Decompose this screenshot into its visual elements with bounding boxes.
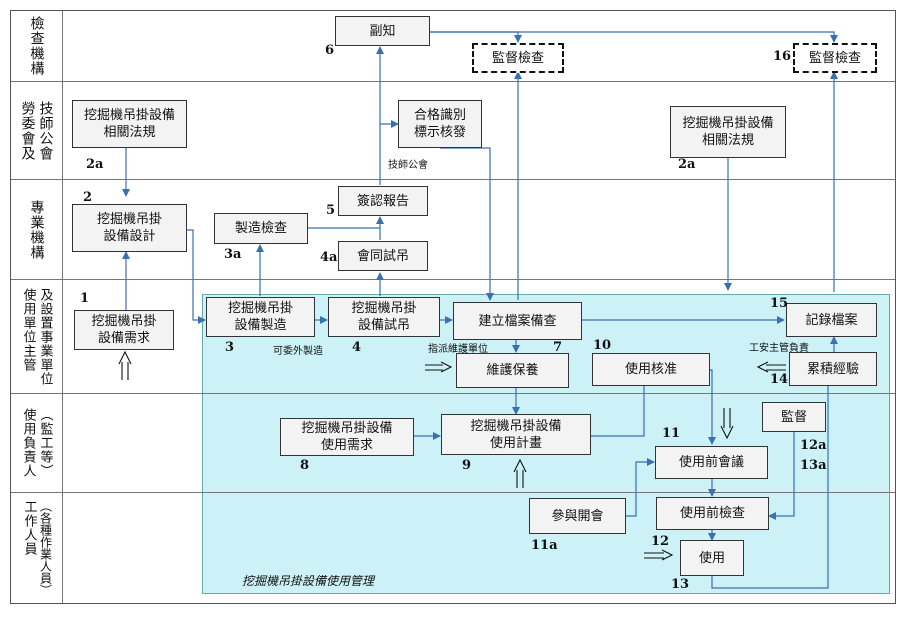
step-number: 10 [593,338,612,353]
lane-label-text: 技師公會 [37,100,54,161]
node-sign-report: 簽認報告 [338,186,428,216]
step-number: 13a [800,458,827,473]
node-joint-test-lift: 會同試吊 [338,241,428,271]
lane-label-text: 使用單位主管 [20,287,36,372]
node-file-archive: 建立檔案備查 [453,302,582,340]
node-manufacturing-check: 製造檢查 [214,213,308,244]
step-number: 7 [553,340,563,355]
node-regulations: 挖掘機吊掛設備 相關法規 [670,106,786,158]
node-usage-approval: 使用核准 [592,353,710,386]
lane-label-text: 專業機構 [28,199,45,260]
node-supervision-inspection: 監督檢查 [472,43,564,73]
step-number: 5 [326,203,336,218]
area-caption: 挖掘機吊掛設備使用管理 [242,574,375,588]
connector [626,458,655,517]
node-usage-need: 挖掘機吊掛設備 使用需求 [280,418,414,456]
node-equipment-test-lift: 挖掘機吊掛 設備試吊 [328,297,440,337]
lane-label-text: 及設置事業單位 [37,287,53,386]
step-number: 14 [770,372,789,387]
node-equipment-design: 挖掘機吊掛 設備設計 [72,204,187,252]
node-maintenance: 維護保養 [456,353,569,388]
lane-label: 及設置事業單位 使用單位主管 [11,280,63,393]
lane-label-text: （監工等） [37,408,53,478]
step-number: 16 [773,49,792,64]
connector [187,229,206,324]
connector [708,369,716,445]
hollow-arrow [644,549,674,561]
step-number: 2a [86,157,104,172]
lane-inspection-agency: 檢查機構 [11,11,895,81]
step-number: 6 [325,43,335,58]
step-number: 12 [651,534,670,549]
hollow-arrow [118,350,132,380]
step-number: 3a [224,247,242,262]
note-tech-guild: 技師公會 [388,160,428,171]
lane-label: 專業機構 [11,180,63,279]
lane-label-text: 勞委會及 [19,100,36,161]
step-number: 13 [671,577,690,592]
note-safety-manager: 工安主管負責 [749,343,809,354]
step-number: 2a [678,157,696,172]
lane-label: （各種作業人員） 工作人員 [11,493,63,603]
step-number: 3 [225,340,235,355]
connector [440,147,494,301]
node-equipment-manufacture: 挖掘機吊掛 設備製造 [206,297,315,337]
lane-label-text: 使用負責人 [20,408,36,478]
step-number: 11 [662,426,681,441]
node-supervision-inspection: 監督檢查 [793,43,877,73]
node-equipment-need: 挖掘機吊掛 設備需求 [74,310,174,350]
connector [430,31,838,43]
lane-label: （監工等） 使用負責人 [11,394,63,492]
connector [591,386,645,437]
hollow-arrow [425,361,453,373]
lane-label: 技師公會 勞委會及 [11,82,63,179]
lane-label-text: 工作人員 [21,500,37,556]
lane-label-text: （各種作業人員） [38,500,53,596]
note-assign-maintenance: 指派維護單位 [428,344,488,355]
hollow-arrow [756,361,786,373]
lane-unit-manager: 及設置事業單位 使用單位主管 [11,279,895,393]
node-pre-use-inspection: 使用前檢查 [656,497,769,530]
step-number: 4a [320,250,338,265]
lane-workers: （各種作業人員） 工作人員 [11,492,895,603]
step-number: 8 [300,458,310,473]
connector [768,432,795,520]
connector [430,31,522,43]
step-number: 1 [80,291,90,306]
step-number: 9 [462,458,472,473]
hollow-arrow [720,408,734,440]
node-usage-plan: 挖掘機吊掛設備 使用計畫 [441,414,591,455]
step-number: 11a [531,538,558,553]
step-number: 2 [83,190,93,205]
swimlane-grid: 檢查機構 技師公會 勞委會及 專業機構 及設置事業單位 使用單位主管 [10,10,896,604]
hollow-arrow [513,458,527,488]
lane-usage-supervisor: （監工等） 使用負責人 [11,393,895,492]
node-supervision: 監督 [762,402,826,432]
node-regulations: 挖掘機吊掛設備 相關法規 [72,100,187,148]
node-fuzhi: 副知 [335,16,430,46]
lane-professional-agency: 專業機構 [11,179,895,279]
lane-labor-council: 技師公會 勞委會及 [11,81,895,179]
node-attend-meeting: 參與開會 [529,498,626,534]
node-record-file: 記錄檔案 [786,303,877,337]
step-number: 4 [352,340,362,355]
step-number: 12a [800,438,827,453]
note-outsource: 可委外製造 [273,346,323,357]
node-pre-use-meeting: 使用前會議 [655,446,768,479]
step-number: 15 [770,296,789,311]
node-certification-issue: 合格識別 標示核發 [398,100,482,148]
lane-label: 檢查機構 [11,11,63,81]
lane-label-text: 檢查機構 [28,16,45,76]
node-use: 使用 [680,540,744,576]
node-accumulate-experience: 累積經驗 [789,352,877,386]
